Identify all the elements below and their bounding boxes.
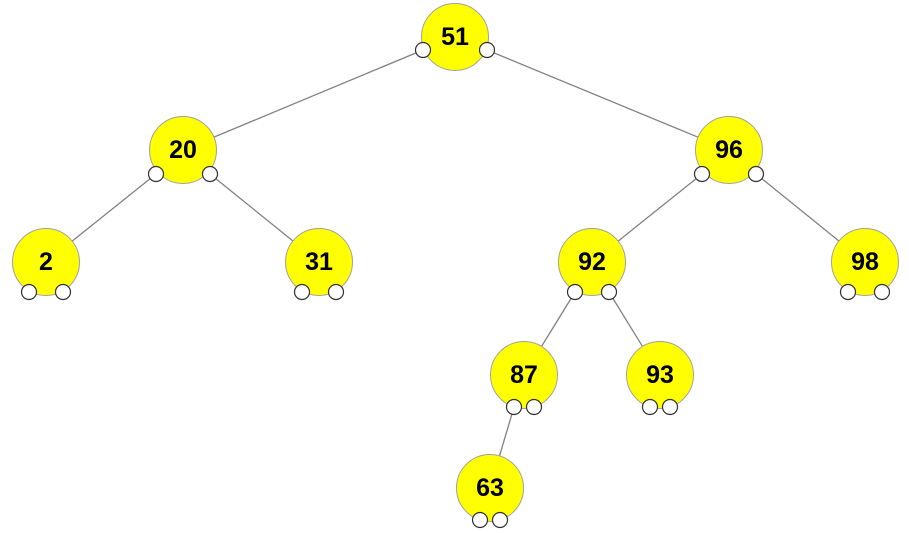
right-child-pointer xyxy=(54,283,72,301)
node-value-label: 63 xyxy=(476,474,504,502)
node-circle xyxy=(149,116,217,184)
right-child-pointer xyxy=(873,283,891,301)
tree-node-51[interactable]: 51 xyxy=(414,3,496,71)
node-circle xyxy=(558,228,626,296)
right-child-pointer xyxy=(661,398,679,416)
left-child-pointer xyxy=(20,283,38,301)
right-child-pointer xyxy=(600,283,618,301)
left-child-pointer xyxy=(471,511,489,529)
node-value-label: 2 xyxy=(39,248,53,276)
node-circle xyxy=(285,228,353,296)
edge-20-to-31 xyxy=(209,173,294,242)
node-value-label: 93 xyxy=(646,361,674,389)
tree-edges xyxy=(71,49,840,457)
node-circle xyxy=(12,228,80,296)
edge-87-to-63 xyxy=(498,406,515,457)
node-value-label: 87 xyxy=(510,361,538,389)
left-child-pointer xyxy=(293,283,311,301)
tree-node-20[interactable]: 20 xyxy=(147,116,219,184)
tree-node-63[interactable]: 63 xyxy=(456,454,524,529)
tree-node-92[interactable]: 92 xyxy=(558,228,626,301)
tree-node-98[interactable]: 98 xyxy=(831,228,899,301)
left-child-pointer xyxy=(147,165,165,183)
left-child-pointer xyxy=(641,398,659,416)
left-child-pointer xyxy=(414,41,432,59)
left-child-pointer xyxy=(566,283,584,301)
node-circle xyxy=(626,341,694,409)
edge-51-to-96 xyxy=(486,49,699,138)
node-circle xyxy=(456,454,524,522)
tree-node-2[interactable]: 2 xyxy=(12,228,80,301)
tree-node-87[interactable]: 87 xyxy=(490,341,558,416)
node-value-label: 96 xyxy=(715,136,743,164)
right-child-pointer xyxy=(478,41,496,59)
node-value-label: 98 xyxy=(851,248,879,276)
left-child-pointer xyxy=(505,398,523,416)
tree-nodes: 51 20 96 2 31 92 98 87 93 63 xyxy=(12,3,899,529)
edge-92-to-93 xyxy=(608,291,644,347)
tree-node-31[interactable]: 31 xyxy=(285,228,353,301)
node-value-label: 31 xyxy=(305,248,333,276)
edge-96-to-92 xyxy=(617,173,703,242)
right-child-pointer xyxy=(201,165,219,183)
right-child-pointer xyxy=(525,398,543,416)
right-child-pointer xyxy=(327,283,345,301)
left-child-pointer xyxy=(693,165,711,183)
node-value-label: 92 xyxy=(578,248,606,276)
right-child-pointer xyxy=(747,165,765,183)
edge-96-to-98 xyxy=(755,173,840,242)
edge-20-to-2 xyxy=(71,173,157,242)
edge-92-to-87 xyxy=(540,291,576,347)
node-circle xyxy=(421,3,489,71)
tree-node-93[interactable]: 93 xyxy=(626,341,694,416)
node-value-label: 20 xyxy=(169,136,197,164)
edge-51-to-20 xyxy=(213,49,424,138)
node-value-label: 51 xyxy=(441,23,469,51)
node-circle xyxy=(695,116,763,184)
tree-node-96[interactable]: 96 xyxy=(693,116,765,184)
node-circle xyxy=(831,228,899,296)
right-child-pointer xyxy=(491,511,509,529)
left-child-pointer xyxy=(839,283,857,301)
node-circle xyxy=(490,341,558,409)
